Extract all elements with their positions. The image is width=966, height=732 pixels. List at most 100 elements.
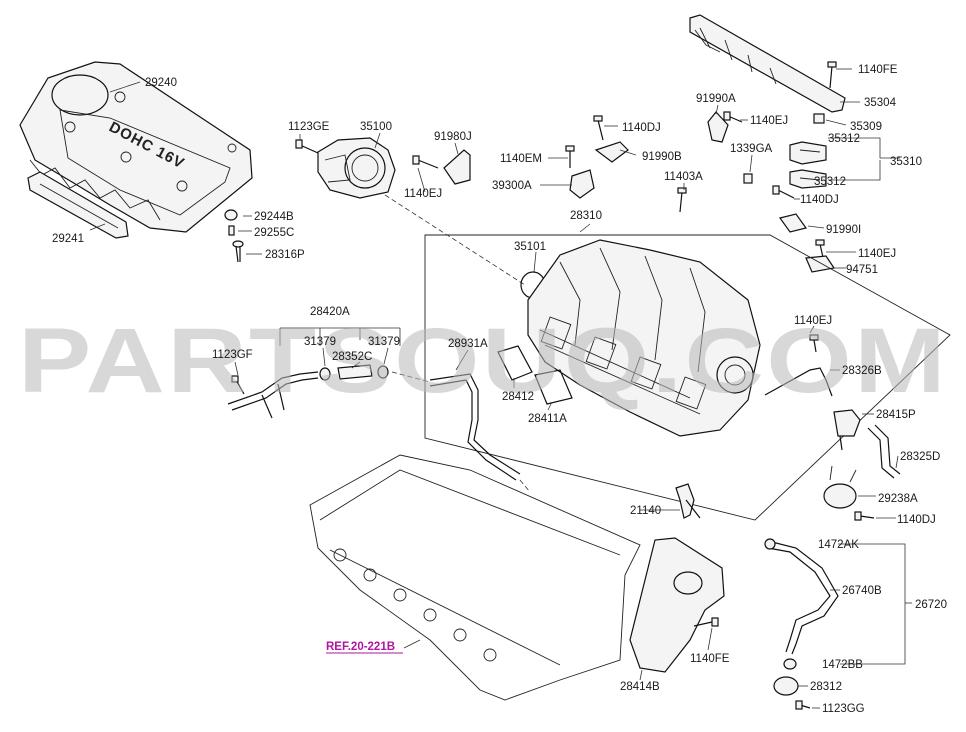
label-35312-bottom[interactable]: 35312	[814, 176, 846, 188]
label-35100[interactable]: 35100	[360, 121, 392, 133]
label-1140ej-upper[interactable]: 1140EJ	[750, 115, 788, 127]
vacuum-hose-28931a[interactable]	[429, 373, 521, 481]
label-29241[interactable]: 29241	[52, 233, 84, 245]
label-35101[interactable]: 35101	[514, 241, 546, 253]
label-39300a[interactable]: 39300A	[492, 180, 532, 192]
label-28420a[interactable]: 28420A	[310, 306, 350, 318]
label-28352c[interactable]: 28352C	[332, 351, 372, 363]
fitting-28312[interactable]	[773, 676, 799, 696]
clamp-31379-left[interactable]	[319, 367, 331, 381]
gasket-28411a[interactable]	[534, 369, 573, 405]
hose-26740b[interactable]	[767, 541, 839, 655]
bolt-1140ej-lower[interactable]	[809, 334, 819, 353]
bolt-28316p[interactable]	[232, 240, 244, 263]
bracket-91980j[interactable]	[443, 149, 471, 185]
label-35304[interactable]: 35304	[864, 97, 897, 109]
label-94751[interactable]: 94751	[846, 264, 878, 276]
bracket-91990i[interactable]	[778, 213, 808, 233]
label-1472ak[interactable]: 1472AK	[818, 539, 859, 551]
label-35310[interactable]: 35310	[890, 156, 922, 168]
actuator-29238a[interactable]	[823, 465, 857, 509]
spacer-29255c[interactable]	[228, 225, 235, 236]
label-29255c[interactable]: 29255C	[254, 227, 294, 239]
label-11403a[interactable]: 11403A	[664, 171, 703, 183]
label-1140ej-throttle[interactable]: 1140EJ	[404, 188, 442, 200]
label-91990a[interactable]: 91990A	[696, 93, 736, 105]
label-1123ge[interactable]: 1123GE	[288, 121, 330, 133]
bolt-1140dj-upper[interactable]	[593, 115, 604, 141]
label-1472bb[interactable]: 1472BB	[822, 659, 863, 671]
bolt-1140em[interactable]	[565, 145, 575, 168]
valve-21140[interactable]	[675, 483, 701, 519]
label-1140dj-lower[interactable]: 1140DJ	[897, 514, 936, 526]
injector-35310[interactable]	[789, 141, 827, 189]
label-35312-top[interactable]: 35312	[828, 133, 860, 145]
label-1140fe-lower[interactable]: 1140FE	[690, 653, 730, 665]
label-31379-left[interactable]: 31379	[304, 336, 336, 348]
engine-cover-29240[interactable]: DOHC 16V	[19, 61, 253, 233]
pcv-pipe-28420a[interactable]	[227, 371, 319, 419]
label-28931a[interactable]: 28931A	[448, 338, 488, 350]
label-1140dj-right[interactable]: 1140DJ	[800, 194, 839, 206]
label-28316p[interactable]: 28316P	[265, 249, 305, 261]
label-28411a[interactable]: 28411A	[528, 413, 567, 425]
bracket-91990b[interactable]	[594, 141, 629, 163]
label-35309[interactable]: 35309	[850, 121, 882, 133]
reference-link[interactable]: REF.20-221B	[326, 641, 403, 654]
pipe-28326b[interactable]	[764, 367, 833, 397]
hose-28325d[interactable]	[867, 424, 901, 479]
intake-manifold-28310[interactable]	[527, 239, 761, 437]
label-26720[interactable]: 26720	[915, 599, 947, 611]
clip-35309[interactable]	[813, 113, 825, 124]
label-28325d[interactable]: 28325D	[900, 451, 940, 463]
label-91990b[interactable]: 91990B	[642, 151, 682, 163]
stud-11403a[interactable]	[677, 187, 687, 213]
label-1140ej-lower[interactable]: 1140EJ	[794, 315, 832, 327]
bolt-1140ej-throttle[interactable]	[412, 155, 439, 169]
clamp-31379-right[interactable]	[377, 365, 389, 379]
label-31379-right[interactable]: 31379	[368, 336, 400, 348]
label-1339ga[interactable]: 1339GA	[730, 143, 773, 155]
label-28412[interactable]: 28412	[502, 391, 534, 403]
bracket-91990a[interactable]	[707, 111, 729, 143]
label-1140fe-rail[interactable]: 1140FE	[858, 64, 898, 76]
label-28415p[interactable]: 28415P	[876, 409, 916, 421]
label-1140em[interactable]: 1140EM	[500, 153, 542, 165]
grommet-29244b[interactable]	[224, 209, 238, 221]
label-1123gg[interactable]: 1123GG	[822, 703, 865, 715]
bolt-1123gf[interactable]	[231, 375, 245, 395]
fuel-rail-35304[interactable]	[689, 14, 846, 113]
bolt-1140fe-rail[interactable]	[827, 61, 837, 89]
gasket-28412[interactable]	[497, 345, 533, 381]
bracket-94751[interactable]	[805, 255, 836, 273]
label-29240[interactable]: 29240	[145, 77, 177, 89]
label-28414b[interactable]: 28414B	[620, 681, 660, 693]
label-28326b[interactable]: 28326B	[842, 365, 882, 377]
bolt-1140dj-right[interactable]	[772, 185, 795, 199]
clamp-1472ak[interactable]	[764, 538, 776, 550]
bolt-1140ej-upper[interactable]	[723, 111, 743, 123]
throttle-body-35100[interactable]	[317, 137, 396, 199]
sensor-28415p[interactable]	[833, 409, 861, 451]
label-28312[interactable]: 28312	[810, 681, 842, 693]
clamp-1472bb[interactable]	[783, 658, 797, 670]
label-29238a[interactable]: 29238A	[878, 493, 918, 505]
hose-28352c[interactable]	[337, 364, 373, 380]
bolt-1140fe-lower[interactable]	[693, 617, 719, 627]
label-1140ej-right[interactable]: 1140EJ	[858, 248, 896, 260]
label-1123gf[interactable]: 1123GF	[212, 349, 253, 361]
label-26740b[interactable]: 26740B	[842, 585, 882, 597]
label-1140dj-upper[interactable]: 1140DJ	[622, 122, 661, 134]
label-91980j[interactable]: 91980J	[434, 131, 472, 143]
bolt-1123ge[interactable]	[295, 139, 319, 154]
bolt-1140dj-lower[interactable]	[854, 511, 875, 521]
label-29244b[interactable]: 29244B	[254, 211, 294, 223]
label-21140[interactable]: 21140	[630, 505, 661, 517]
label-91990i[interactable]: 91990I	[826, 224, 861, 236]
cover-bracket-29241[interactable]	[27, 171, 129, 239]
label-28310[interactable]: 28310	[570, 210, 602, 222]
bracket-28414b[interactable]	[629, 537, 725, 673]
reference-label[interactable]: REF.20-221B	[326, 641, 395, 653]
sensor-39300a[interactable]	[569, 169, 595, 199]
bolt-1123gg[interactable]	[795, 700, 811, 710]
